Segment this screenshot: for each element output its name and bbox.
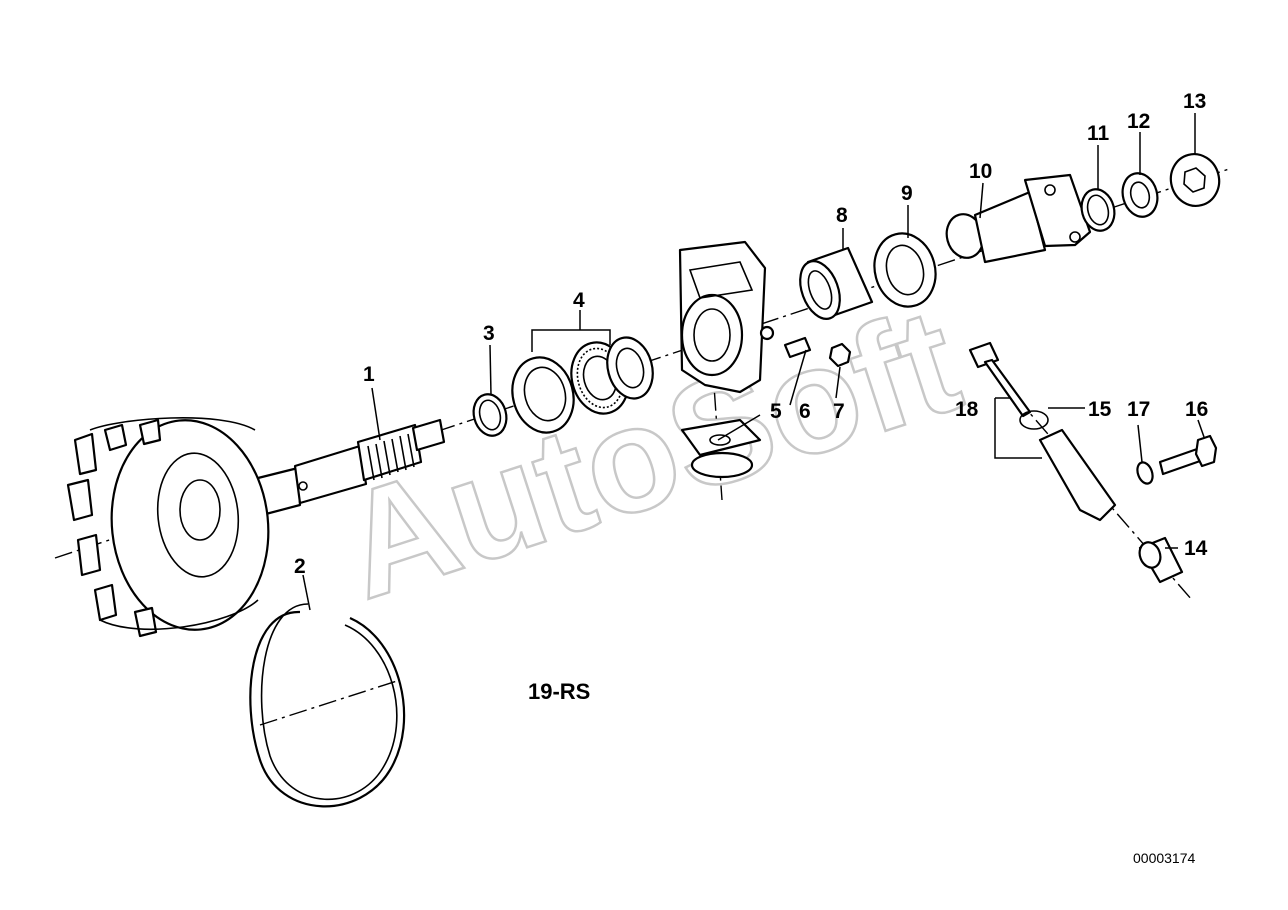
callout-15: 15 xyxy=(1088,398,1112,421)
callout-12: 12 xyxy=(1127,110,1150,133)
callout-11: 11 xyxy=(1087,122,1110,145)
part-15-o-ring xyxy=(1019,410,1049,430)
speedo-sensor-body xyxy=(1038,428,1117,522)
callout-16: 16 xyxy=(1185,398,1208,421)
part-14-sleeve xyxy=(1138,536,1184,584)
part-16-bolt xyxy=(1158,434,1218,476)
callout-4: 4 xyxy=(573,289,585,312)
leader-lines xyxy=(302,113,1205,611)
callout-6: 6 xyxy=(799,400,811,423)
callout-1: 1 xyxy=(363,363,375,386)
part-1-drum-shaft xyxy=(66,417,446,638)
callout-18: 18 xyxy=(955,398,979,421)
callout-5: 5 xyxy=(770,400,782,423)
part-13-collar-nut xyxy=(1169,153,1221,207)
part-17-washer xyxy=(1136,461,1154,485)
watermark: AutoSoft xyxy=(323,275,977,630)
part-4-bearing xyxy=(511,336,654,434)
callout-7: 7 xyxy=(833,400,845,423)
callout-9: 9 xyxy=(901,182,913,205)
part-10-cover xyxy=(945,173,1092,264)
diagram-code: 19-RS xyxy=(528,679,590,704)
callout-13: 13 xyxy=(1183,90,1206,113)
callout-10: 10 xyxy=(969,160,992,183)
callout-8: 8 xyxy=(836,204,848,227)
callout-17: 17 xyxy=(1127,398,1150,421)
part-9-seal xyxy=(873,232,937,308)
part-2-snap-ring xyxy=(249,603,406,808)
callout-3: 3 xyxy=(483,322,495,345)
part-7-nut xyxy=(828,342,852,368)
part-8-needle-bearing xyxy=(799,246,874,320)
part-6-bolt xyxy=(783,336,812,359)
part-18-drive-gear xyxy=(968,341,1032,418)
callout-2: 2 xyxy=(294,555,306,578)
document-number: 00003174 xyxy=(1133,850,1196,866)
part-12-sleeve xyxy=(1121,172,1159,218)
part-5-housing xyxy=(678,240,767,479)
callout-14: 14 xyxy=(1184,537,1208,560)
callout-labels: 1 2 3 4 5 6 7 8 9 10 11 12 13 14 15 16 1… xyxy=(294,90,1208,578)
